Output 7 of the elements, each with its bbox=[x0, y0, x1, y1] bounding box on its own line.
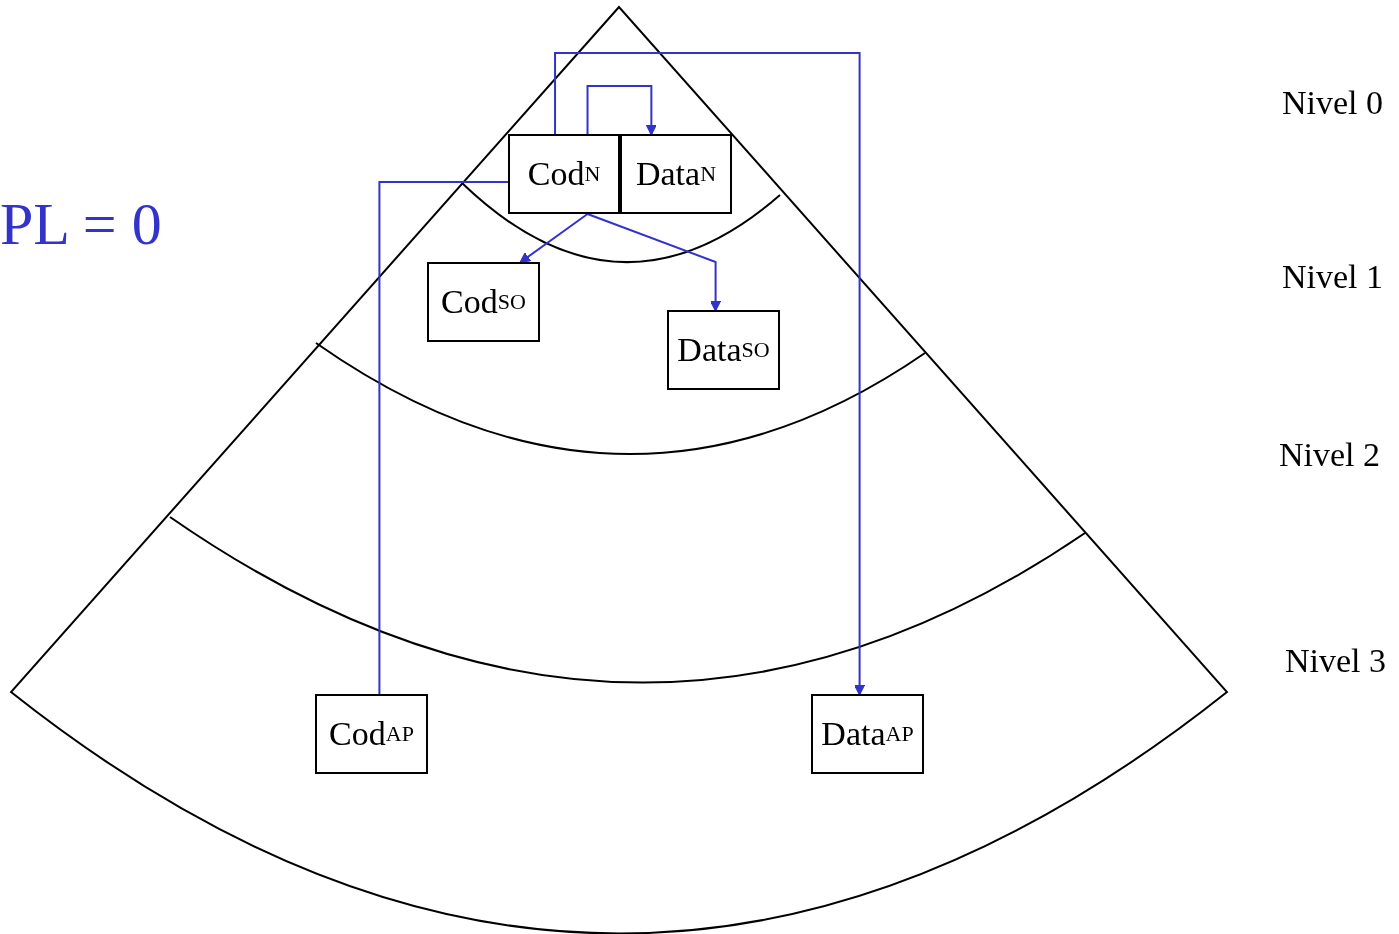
privilege-level-label: PL = 0 bbox=[0, 190, 162, 259]
arrow bbox=[518, 213, 589, 264]
level-label: Nivel 2 bbox=[1279, 436, 1381, 474]
connector-line bbox=[378, 181, 509, 695]
level-label: Nivel 3 bbox=[1285, 642, 1387, 680]
level-label: Nivel 1 bbox=[1282, 258, 1384, 296]
level-label: Nivel 0 bbox=[1282, 84, 1384, 122]
